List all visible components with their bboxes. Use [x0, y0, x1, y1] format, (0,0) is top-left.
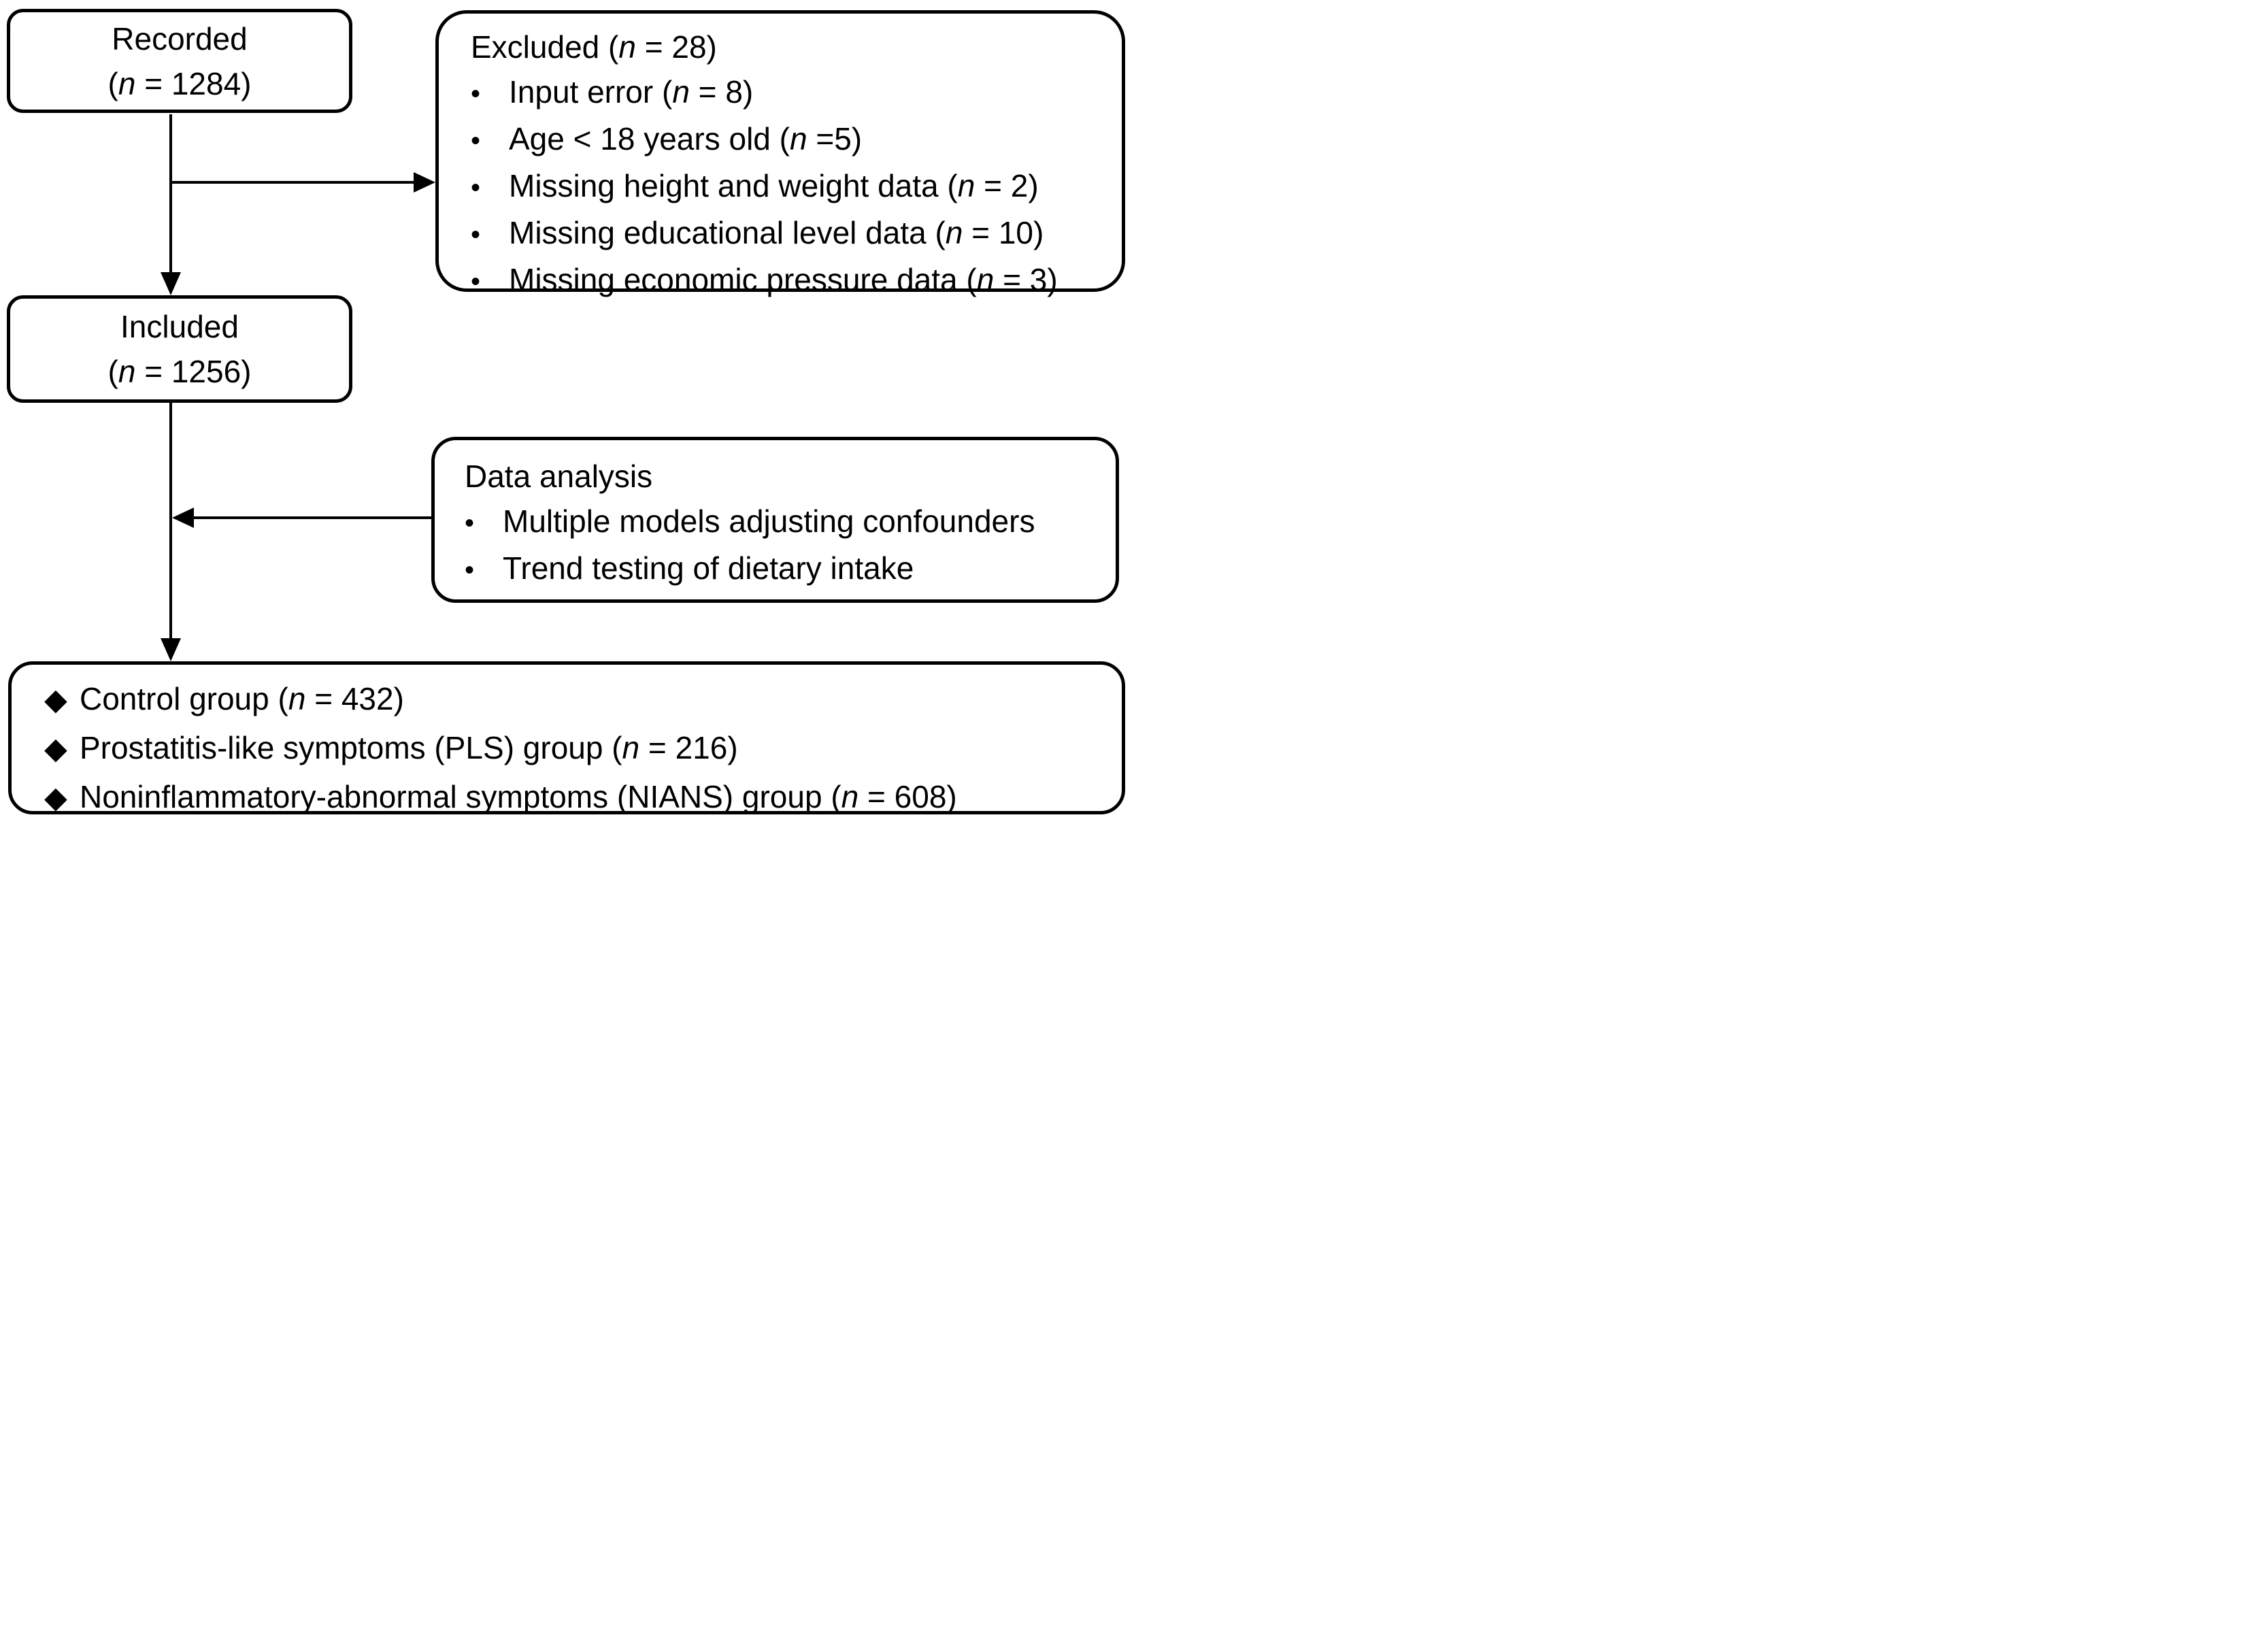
excluded-item-text: Missing educational level data (n = 10) [509, 215, 1044, 250]
excluded-item-text: Input error (n = 8) [509, 74, 754, 110]
excluded-item-text: Age < 18 years old (n =5) [509, 121, 863, 156]
diamond-bullet-icon: ◆ [44, 683, 67, 716]
data-analysis-title: Data analysis [465, 459, 653, 494]
data-analysis-item-text: Multiple models adjusting confounders [503, 503, 1035, 539]
excluded-item: • Missing economic pressure data (n = 3) [471, 257, 1112, 304]
arrowhead-down-icon [161, 638, 181, 661]
group-item-text: Noninflammatory-abnormal symptoms (NIANS… [80, 779, 957, 814]
arrowhead-down-icon [161, 272, 181, 295]
excluded-item: • Input error (n = 8) [471, 69, 1112, 116]
excluded-item: • Missing height and weight data (n = 2) [471, 163, 1112, 210]
arrow-included-to-groups-line [169, 403, 172, 638]
diamond-bullet-icon: ◆ [44, 781, 67, 814]
data-analysis-item: • Multiple models adjusting confounders [465, 499, 1106, 546]
recorded-label: Recorded [112, 20, 248, 56]
included-box: Included (n = 1256) [7, 295, 352, 403]
excluded-title: Excluded (n = 28) [471, 29, 717, 65]
bullet-icon: • [471, 220, 481, 250]
group-item: ◆ Prostatitis-like symptoms (PLS) group … [44, 724, 1112, 773]
group-item: ◆ Control group (n = 432) [44, 675, 1112, 724]
arrow-to-excluded-line [171, 181, 414, 184]
bullet-icon: • [471, 126, 481, 156]
group-item-text: Control group (n = 432) [80, 681, 404, 716]
groups-box: ◆ Control group (n = 432) ◆ Prostatitis-… [8, 661, 1125, 814]
arrowhead-left-icon [172, 508, 194, 528]
arrow-recorded-to-included-line [169, 114, 172, 272]
arrow-data-analysis-to-flow-line [194, 516, 431, 519]
bullet-icon: • [465, 508, 475, 538]
data-analysis-item-text: Trend testing of dietary intake [503, 550, 914, 586]
data-analysis-box: Data analysis • Multiple models adjustin… [431, 437, 1119, 603]
bullet-icon: • [471, 79, 481, 109]
participant-flow-diagram: Recorded (n = 1284) Excluded (n = 28) • … [0, 0, 1134, 819]
diamond-bullet-icon: ◆ [44, 732, 67, 765]
excluded-item-text: Missing economic pressure data (n = 3) [509, 262, 1058, 297]
data-analysis-item: • Trend testing of dietary intake [465, 546, 1106, 593]
excluded-box: Excluded (n = 28) • Input error (n = 8) … [435, 10, 1125, 297]
included-count: (n = 1256) [107, 354, 252, 389]
bullet-icon: • [471, 173, 481, 203]
bullet-icon: • [465, 555, 475, 585]
excluded-item: • Missing educational level data (n = 10… [471, 210, 1112, 257]
arrowhead-right-icon [414, 172, 435, 193]
group-item-text: Prostatitis-like symptoms (PLS) group (n… [80, 730, 738, 765]
bullet-icon: • [471, 267, 481, 297]
recorded-box: Recorded (n = 1284) [7, 9, 352, 113]
group-item: ◆ Noninflammatory-abnormal symptoms (NIA… [44, 773, 1112, 819]
excluded-item-text: Missing height and weight data (n = 2) [509, 168, 1039, 203]
included-label: Included [120, 309, 239, 344]
recorded-count: (n = 1284) [107, 65, 252, 101]
excluded-item: • Age < 18 years old (n =5) [471, 116, 1112, 163]
